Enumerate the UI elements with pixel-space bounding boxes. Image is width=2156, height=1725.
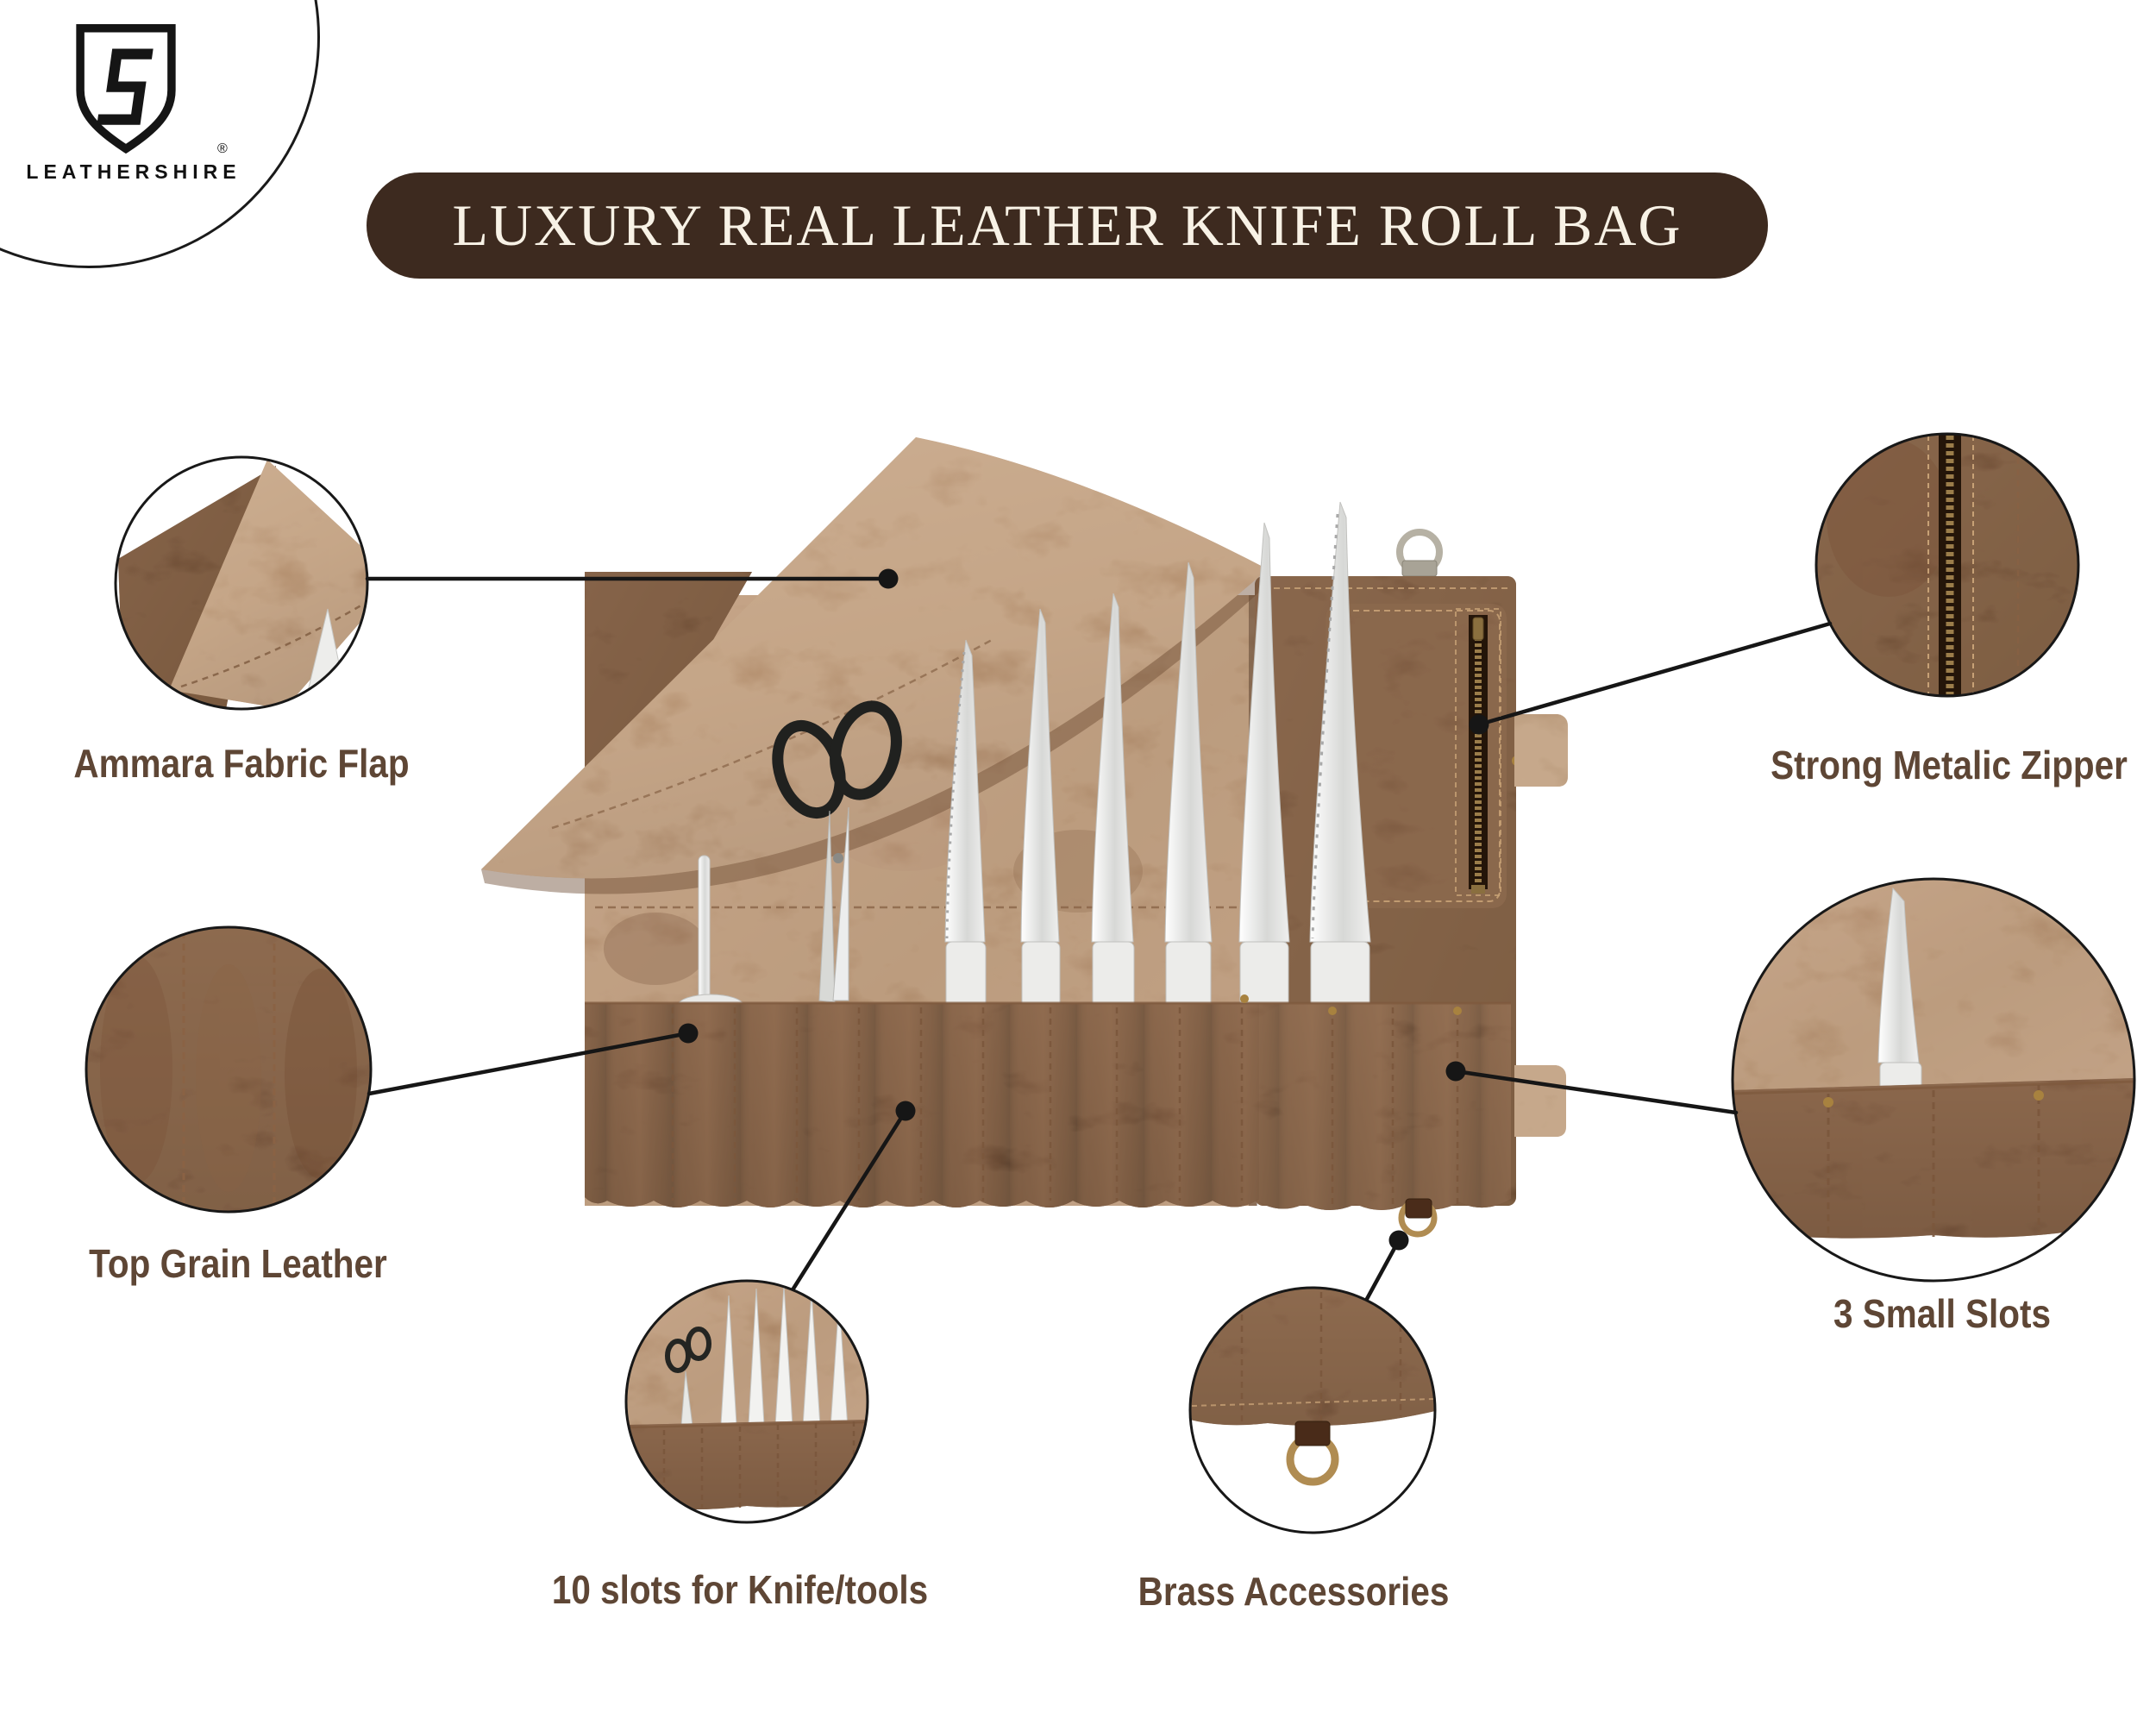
leathershire-logo-icon (76, 24, 176, 154)
brand-name-text: LEATHERSHIRE (26, 160, 241, 183)
label-top-grain-leather: Top Grain Leather (89, 1241, 387, 1286)
callout-circle-ammara (114, 455, 369, 711)
callout-circle-brass (1188, 1286, 1437, 1534)
kitchen-scissors-icon (772, 700, 902, 1003)
banner-title: LUXURY REAL LEATHER KNIFE ROLL BAG (452, 192, 1683, 258)
d-ring-top-icon (1396, 529, 1443, 577)
callout-circle-zipper (1814, 432, 2080, 698)
bag-flap (481, 437, 1271, 894)
knife-1 (944, 639, 987, 1015)
label-brass-accessories: Brass Accessories (1138, 1569, 1450, 1614)
label-3-small-slots: 3 Small Slots (1833, 1291, 2051, 1336)
label-10-slots-for-knife-tools: 10 slots for Knife/tools (551, 1567, 929, 1612)
leader-dots (678, 568, 1489, 1251)
leader-dot-small-slots (1445, 1061, 1466, 1082)
knife-4 (1164, 561, 1213, 1015)
d-ring-bottom-icon (1398, 1198, 1438, 1238)
leader-dot-top-grain (678, 1023, 699, 1044)
zipper (1455, 608, 1501, 896)
leader-line-brass (1364, 1238, 1401, 1302)
bag-right-panel (1255, 576, 1522, 1206)
knife-5 (1238, 522, 1290, 1015)
leader-line-ten-slots (791, 1108, 908, 1291)
zipper-pull-icon (1472, 617, 1484, 641)
leader-dot-ammara (878, 568, 899, 589)
callout-circle-small-slots (1731, 877, 2136, 1283)
registered-mark: ® (217, 141, 228, 156)
leader-dot-zipper (1469, 714, 1489, 735)
leader-dot-brass (1388, 1230, 1409, 1251)
title-banner: LUXURY REAL LEATHER KNIFE ROLL BAG (367, 172, 1768, 279)
leader-line-small-slots (1453, 1069, 1739, 1115)
leader-line-top-grain (367, 1031, 691, 1096)
callout-circle-ten-slots (624, 1279, 869, 1524)
knife-3 (1091, 593, 1135, 1015)
knife-roll-bag (481, 437, 1568, 1238)
label-strong-metalic-zipper: Strong Metalic Zipper (1771, 743, 2128, 787)
leader-dot-ten-slots (895, 1101, 916, 1121)
knife-set (944, 501, 1371, 1015)
label-ammara-fabric-flap: Ammara Fabric Flap (73, 741, 410, 786)
callout-circle-top-grain (85, 925, 373, 1214)
small-slot-band (1259, 1001, 1511, 1210)
leader-lines (365, 576, 1833, 1302)
leader-line-zipper (1476, 621, 1833, 727)
knife-slot-band (585, 994, 1259, 1208)
brand-name: LEATHERSHIRE (26, 160, 241, 184)
knife-6 (1309, 501, 1371, 1015)
